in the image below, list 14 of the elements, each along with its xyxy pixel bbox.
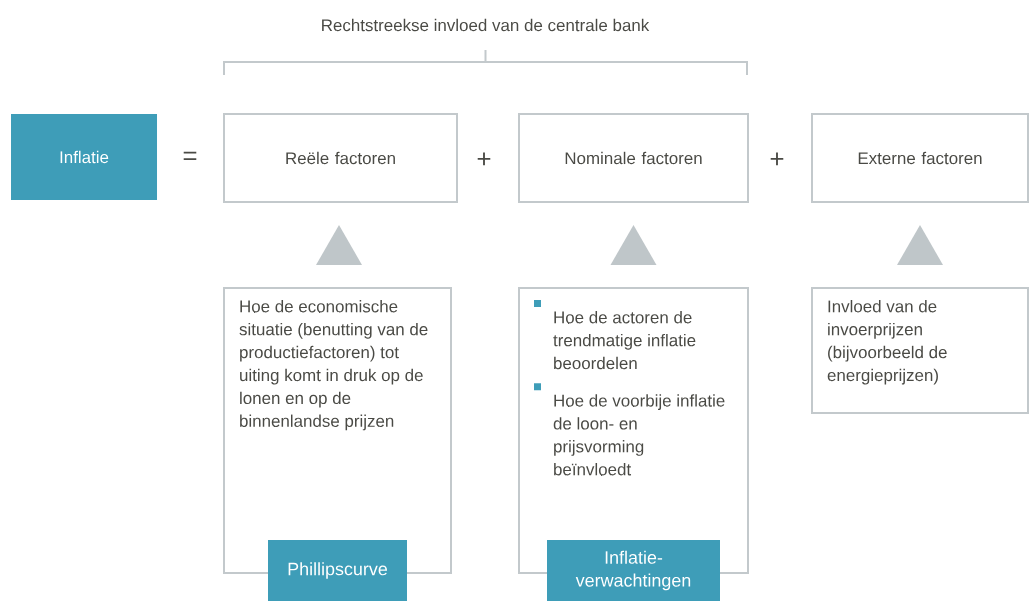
- triangle-arrow: [316, 225, 362, 265]
- tag-box: Inflatie-verwachtingen: [547, 540, 720, 601]
- heading: Rechtstreekse invloed van de centrale bank: [322, 18, 650, 32]
- tag-box: Phillipscurve: [268, 540, 407, 601]
- plus-sign: +: [477, 152, 491, 166]
- triangle-arrow: [897, 225, 943, 265]
- term-box: Inflatie: [11, 114, 157, 200]
- plus-sign: +: [770, 152, 784, 166]
- factor-box: Externe factoren: [811, 113, 1029, 203]
- description-box: Invloed van de invoerprijzen (bijvoorbeeld de energieprijzen): [811, 287, 1029, 414]
- triangle-arrow: [610, 225, 657, 265]
- factor-box: Nominale factoren: [518, 113, 749, 203]
- factor-box: Reële factoren: [223, 113, 458, 203]
- equals-sign: =: [183, 151, 197, 160]
